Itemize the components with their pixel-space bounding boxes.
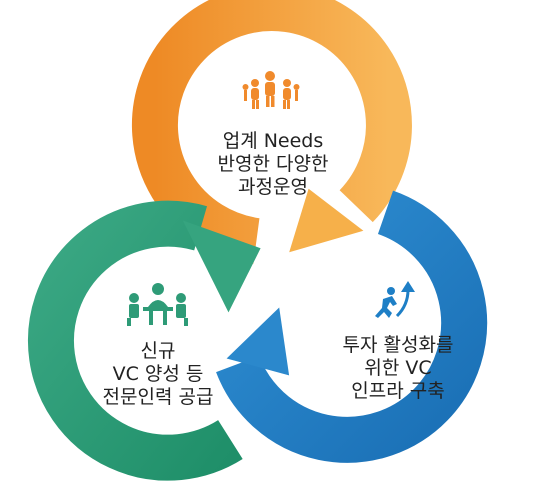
people-group-icon (242, 71, 300, 109)
left-step-label: 신규 VC 양성 등 전문인력 공급 (86, 340, 230, 409)
runner-arrow-icon (375, 281, 415, 318)
top-ring-arrow (131, 0, 412, 264)
right-ring-arrow (216, 190, 488, 463)
left-ring-arrow (27, 200, 261, 481)
left-step-line-1: 신규 (140, 340, 176, 362)
right-step-line-3: 인프라 구축 (351, 380, 445, 402)
right-step-label: 투자 활성화를 위한 VC 인프라 구축 (326, 334, 470, 403)
right-step-line-2: 위한 VC (364, 357, 432, 379)
top-step-line-2: 반영한 다양한 (217, 153, 329, 175)
top-step-line-1: 업계 Needs (222, 130, 324, 152)
left-step-line-3: 전문인력 공급 (102, 386, 214, 408)
top-step-label: 업계 Needs 반영한 다양한 과정운영 (203, 130, 343, 199)
top-step-line-3: 과정운영 (238, 176, 308, 198)
right-step-line-1: 투자 활성화를 (342, 334, 454, 356)
left-step-line-2: VC 양성 등 (112, 363, 204, 385)
meeting-table-icon (127, 283, 188, 326)
